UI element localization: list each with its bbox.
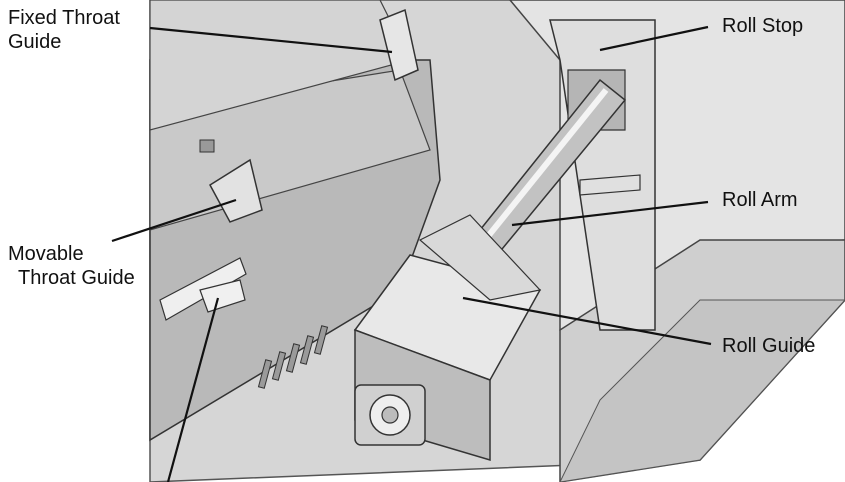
label-fixed-throat-guide-line1: Fixed Throat	[8, 7, 120, 29]
leader-fixed-throat-guide	[149, 26, 393, 54]
left-panel	[149, 0, 441, 442]
leader-lines	[111, 25, 712, 482]
label-movable-throat-guide-line1: Movable	[8, 243, 84, 265]
label-roll-guide: Roll Guide	[722, 335, 816, 357]
label-movable-throat-guide-line2: Throat Guide	[18, 267, 135, 289]
leader-roll-guide	[462, 296, 712, 346]
leader-movable-throat-guide	[111, 198, 237, 243]
label-movable-throat-guide: Movable Throat Guide	[8, 242, 135, 290]
leader-roll-stop	[599, 25, 709, 52]
label-roll-arm: Roll Arm	[722, 189, 798, 211]
label-fixed-throat-guide-line2: Guide	[8, 31, 62, 53]
label-fixed-throat-guide: Fixed Throat Guide	[8, 6, 120, 54]
leader-bottom	[166, 297, 220, 482]
roll-guide-part	[353, 214, 542, 462]
fixed-throat-guide-part	[379, 8, 419, 82]
leader-roll-arm	[511, 200, 709, 227]
label-roll-stop: Roll Stop	[722, 15, 804, 37]
movable-throat-guide-part	[199, 158, 263, 313]
